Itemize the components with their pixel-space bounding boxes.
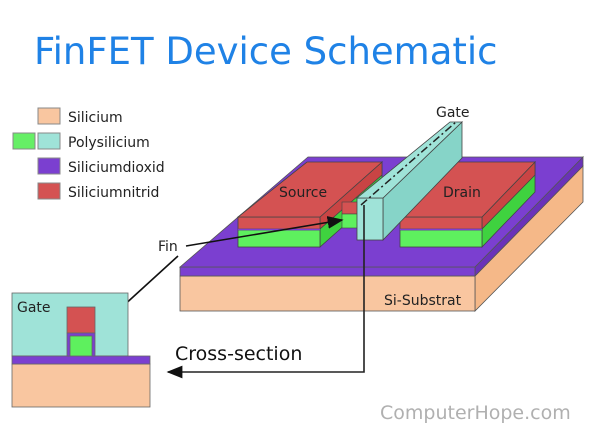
cross-section-label: Cross-section bbox=[175, 343, 302, 365]
watermark: ComputerHope.com bbox=[380, 402, 571, 424]
substrate-label: Si-Substrat bbox=[384, 293, 462, 309]
legend-label-siliciumdioxid: Siliciumdioxid bbox=[68, 160, 165, 176]
legend-swatch-silicium bbox=[37, 107, 61, 125]
gate bbox=[355, 121, 463, 241]
legend: Silicium Polysilicium Siliciumdioxid Sil… bbox=[12, 107, 165, 201]
cross-section-view bbox=[11, 292, 151, 408]
fin bbox=[341, 201, 359, 229]
legend-swatch-polysilicium bbox=[37, 132, 61, 150]
cross-section-arrow bbox=[166, 205, 365, 379]
legend-swatch-polysilicium-green bbox=[12, 132, 36, 150]
cross-section-gate-label: Gate bbox=[17, 300, 51, 316]
source-label: Source bbox=[279, 185, 327, 201]
legend-swatch-siliciumnitrid bbox=[37, 182, 61, 200]
drain-label: Drain bbox=[443, 185, 481, 201]
gate-label: Gate bbox=[436, 105, 470, 121]
legend-label-siliciumnitrid: Siliciumnitrid bbox=[68, 185, 159, 201]
legend-swatch-siliciumdioxid bbox=[37, 157, 61, 175]
fin-arrow bbox=[185, 216, 344, 247]
legend-label-polysilicium: Polysilicium bbox=[68, 135, 150, 151]
fin-label: Fin bbox=[158, 239, 178, 255]
diagram-title: FinFET Device Schematic bbox=[34, 30, 498, 73]
legend-label-silicium: Silicium bbox=[68, 110, 123, 126]
